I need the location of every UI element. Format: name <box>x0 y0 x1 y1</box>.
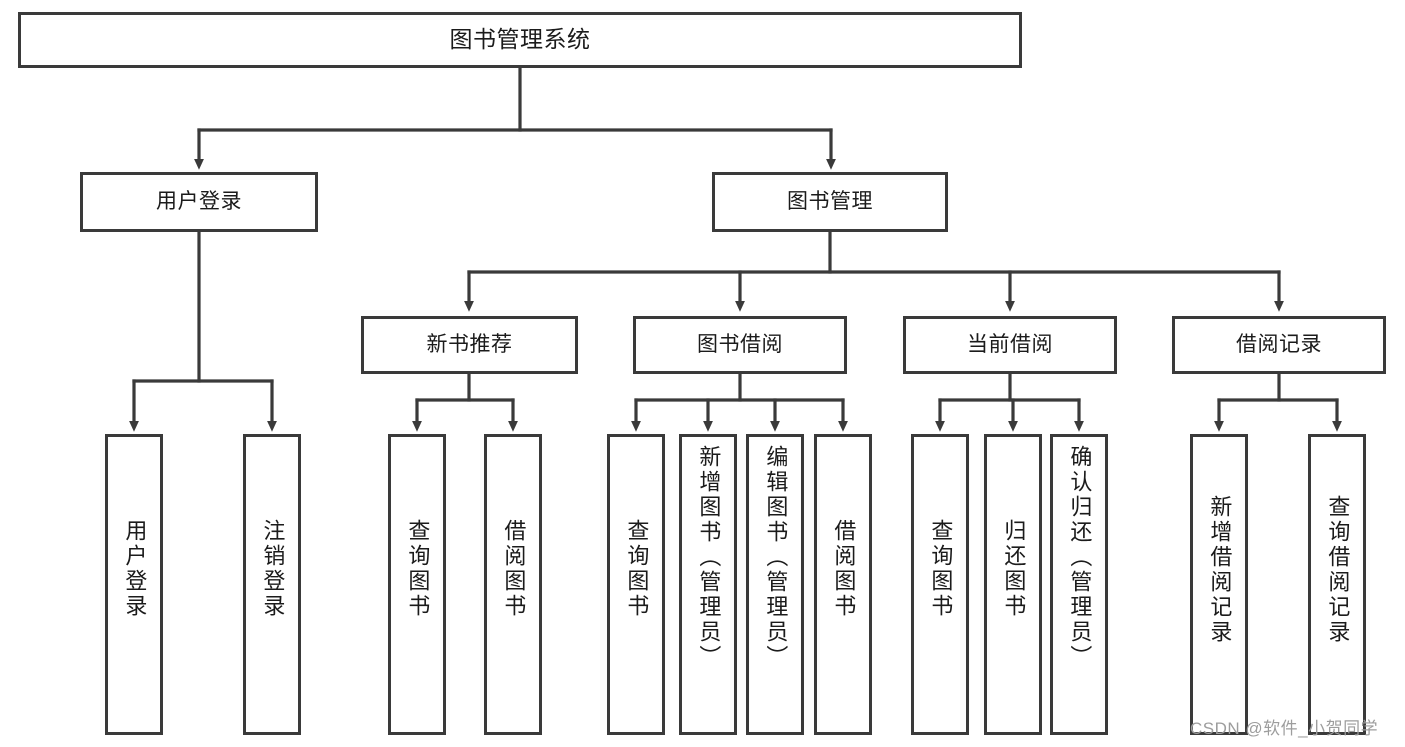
leaf-node-query-book-1[interactable]: 查询图书 <box>388 434 446 735</box>
node-book-borrow[interactable]: 图书借阅 <box>633 316 847 374</box>
leaf-node-add-book-admin[interactable]: 新增图书（管理员） <box>679 434 737 735</box>
node-label: 归还图书 <box>1001 519 1027 619</box>
node-label: 图书管理系统 <box>449 26 591 53</box>
node-label: 确认归还（管理员） <box>1067 445 1093 670</box>
node-label: 新增图书（管理员） <box>696 445 722 670</box>
node-label: 注销登录 <box>260 519 286 619</box>
node-label: 用户登录 <box>156 189 242 213</box>
node-label: 编辑图书（管理员） <box>763 445 789 670</box>
watermark-text: CSDN @软件_小贺同学 <box>1190 719 1379 738</box>
leaf-node-add-borrow-record[interactable]: 新增借阅记录 <box>1190 434 1248 735</box>
leaf-node-borrow-book-2[interactable]: 借阅图书 <box>814 434 872 735</box>
leaf-node-query-borrow-record[interactable]: 查询借阅记录 <box>1308 434 1366 735</box>
node-label: 借阅图书 <box>831 519 857 619</box>
node-label: 借阅图书 <box>501 519 527 619</box>
leaf-node-borrow-book-1[interactable]: 借阅图书 <box>484 434 542 735</box>
node-label: 用户登录 <box>122 519 148 619</box>
node-user-login[interactable]: 用户登录 <box>80 172 318 232</box>
node-label: 新增借阅记录 <box>1207 495 1233 645</box>
node-label: 查询图书 <box>928 519 954 619</box>
node-book-management[interactable]: 图书管理 <box>712 172 948 232</box>
leaf-node-query-book-3[interactable]: 查询图书 <box>911 434 969 735</box>
leaf-node-edit-book-admin[interactable]: 编辑图书（管理员） <box>746 434 804 735</box>
leaf-node-user-login[interactable]: 用户登录 <box>105 434 163 735</box>
node-label: 查询图书 <box>624 519 650 619</box>
node-label: 查询图书 <box>405 519 431 619</box>
node-new-book-recommend[interactable]: 新书推荐 <box>361 316 578 374</box>
node-label: 图书管理 <box>787 189 873 213</box>
node-label: 查询借阅记录 <box>1325 495 1351 645</box>
leaf-node-return-book[interactable]: 归还图书 <box>984 434 1042 735</box>
leaf-node-query-book-2[interactable]: 查询图书 <box>607 434 665 735</box>
node-root-system[interactable]: 图书管理系统 <box>18 12 1022 68</box>
node-borrow-record[interactable]: 借阅记录 <box>1172 316 1386 374</box>
node-label: 图书借阅 <box>697 332 783 356</box>
node-label: 当前借阅 <box>967 332 1053 356</box>
leaf-node-confirm-return-admin[interactable]: 确认归还（管理员） <box>1050 434 1108 735</box>
leaf-node-logout[interactable]: 注销登录 <box>243 434 301 735</box>
node-label: 新书推荐 <box>426 332 513 356</box>
node-current-borrow[interactable]: 当前借阅 <box>903 316 1117 374</box>
node-label: 借阅记录 <box>1236 332 1322 356</box>
